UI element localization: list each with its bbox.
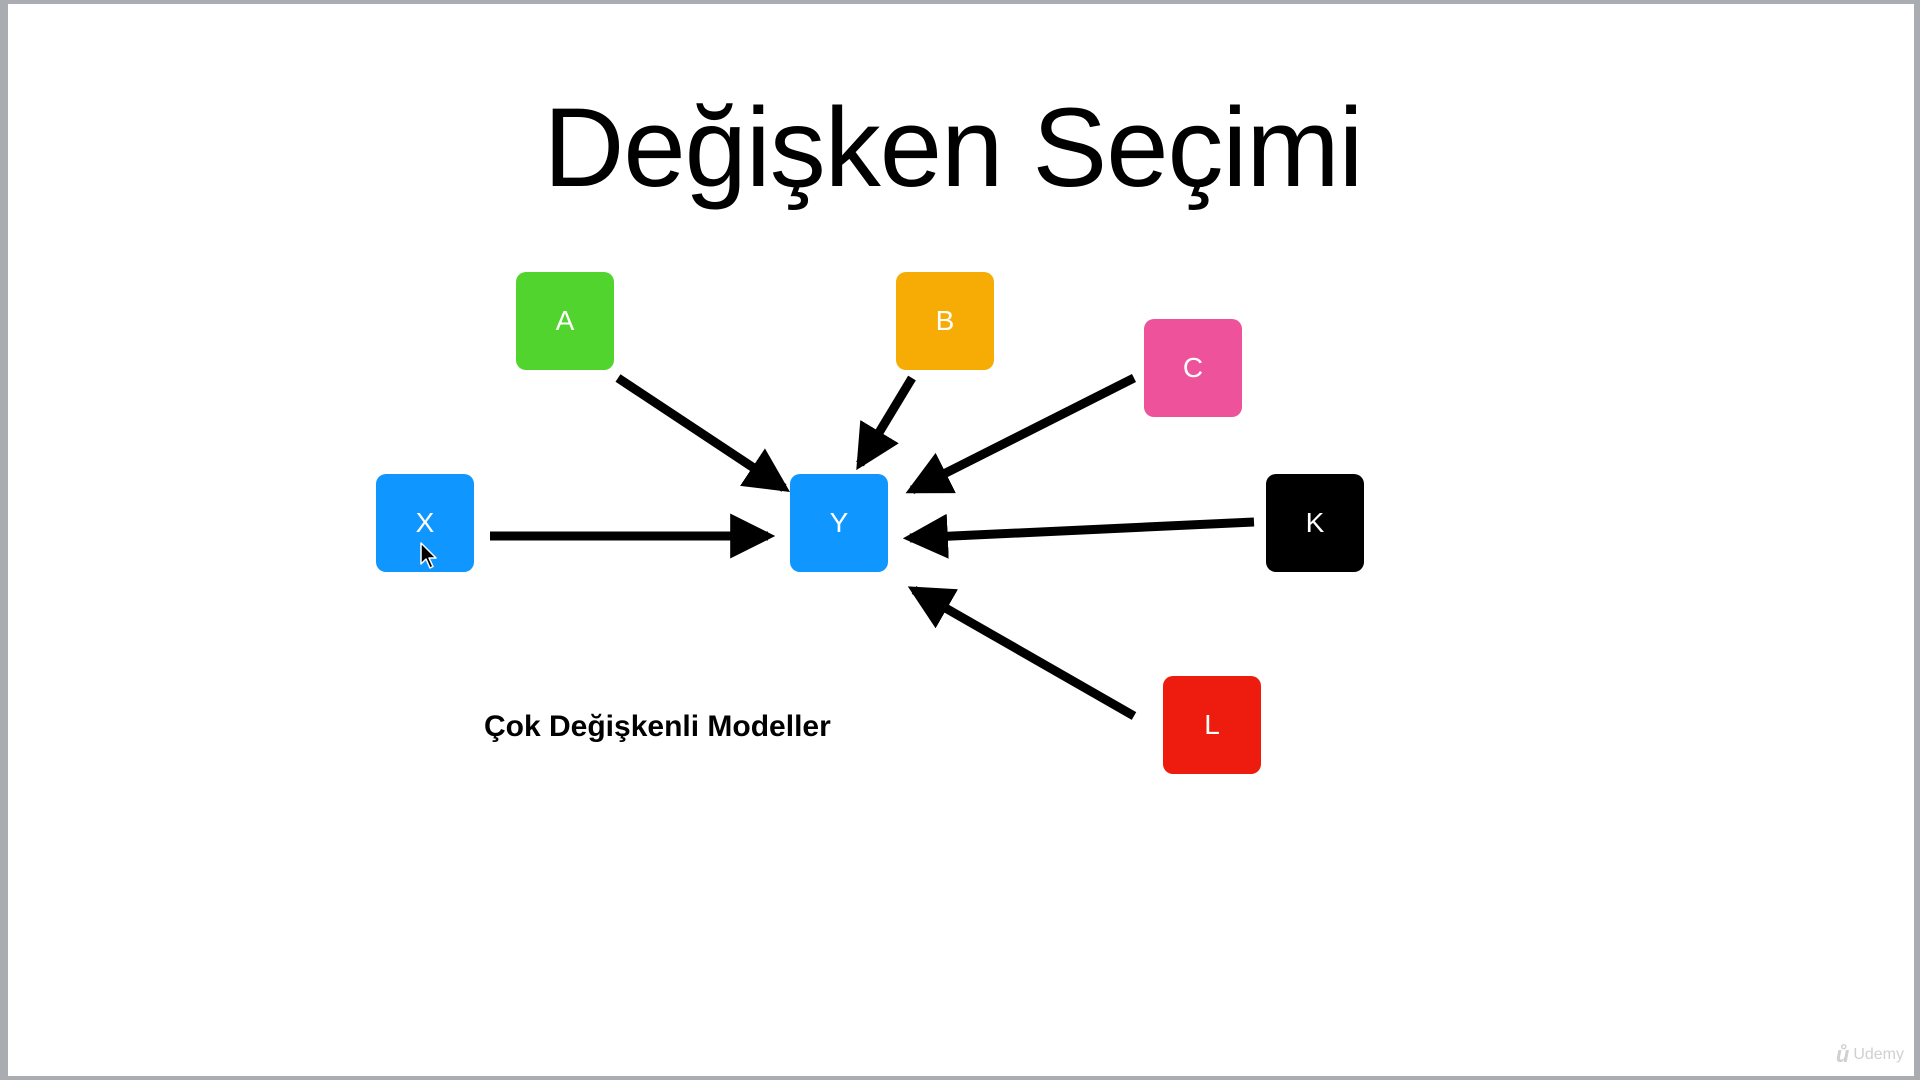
node-c-label: C bbox=[1182, 352, 1204, 383]
edge-k-y bbox=[902, 513, 1255, 559]
slide-subtitle: Çok Değişkenli Modeller bbox=[484, 710, 831, 743]
node-b-label: B bbox=[935, 305, 955, 336]
edge-l-y bbox=[907, 586, 1137, 720]
node-a: A bbox=[516, 272, 614, 370]
udemy-logo-icon: ů bbox=[1835, 1042, 1850, 1067]
node-y: Y bbox=[790, 474, 888, 572]
node-l-label: L bbox=[1204, 709, 1220, 740]
slide-title: Değişken Seçimi bbox=[543, 85, 1363, 210]
watermark: ů Udemy bbox=[1836, 1042, 1904, 1068]
edge-c-y bbox=[905, 373, 1137, 495]
node-k-label: K bbox=[1305, 507, 1325, 538]
node-b: B bbox=[896, 272, 994, 370]
node-k: K bbox=[1266, 474, 1364, 572]
node-y-label: Y bbox=[829, 507, 849, 538]
mouse-cursor-icon bbox=[420, 542, 437, 569]
node-l: L bbox=[1163, 676, 1261, 774]
node-x-label: X bbox=[415, 507, 435, 538]
node-a-label: A bbox=[555, 305, 575, 336]
slide: Değişken Seçimi A B bbox=[8, 4, 1914, 1076]
watermark-brand: Udemy bbox=[1853, 1046, 1904, 1063]
arrows-layer bbox=[490, 373, 1255, 720]
edge-b-y bbox=[856, 375, 916, 471]
edge-a-y bbox=[615, 374, 791, 492]
node-c: C bbox=[1144, 319, 1242, 417]
